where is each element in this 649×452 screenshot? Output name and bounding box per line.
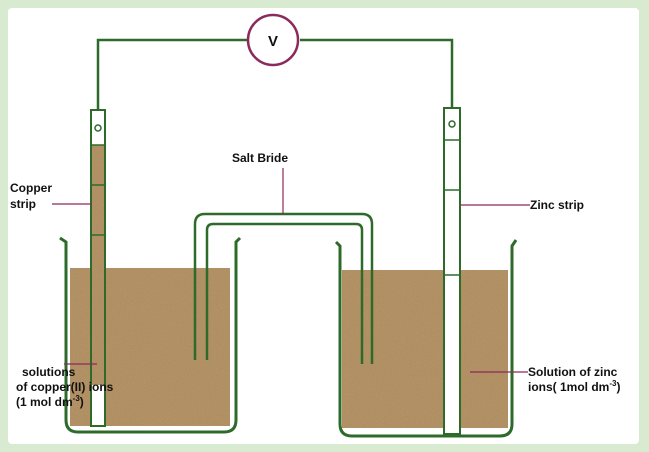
zinc-solution-close: ) — [616, 380, 620, 394]
zinc-beaker — [334, 239, 518, 438]
zinc-electrode — [443, 107, 461, 435]
circuit-wire — [96, 38, 248, 110]
copper-strip-label: Copper strip — [10, 181, 55, 211]
copper-beaker — [59, 236, 242, 434]
zinc-solution-label: Solution of zinc ions( 1mol dm-3) — [528, 365, 621, 394]
zinc-solution-line1: Solution of zinc — [528, 365, 618, 379]
zinc-strip-label: Zinc strip — [530, 198, 584, 212]
voltmeter-symbol: V — [268, 33, 278, 50]
copper-solution-close: ) — [80, 395, 84, 409]
zinc-solution-line2: ions( 1mol dm — [528, 380, 609, 394]
copper-solution-line3: (1 mol dm — [16, 395, 73, 409]
copper-solution-line1: solutions — [22, 365, 76, 379]
voltmeter: V — [246, 13, 300, 67]
copper-solution-exp: -3 — [73, 394, 81, 403]
salt-bridge-label: Salt Bride — [232, 151, 288, 165]
circuit-wire — [300, 38, 454, 108]
zinc-solution — [342, 270, 508, 428]
copper-strip-label-line1: Copper — [10, 181, 52, 195]
copper-electrode — [90, 109, 106, 427]
copper-solution-line2: of copper(II) ions — [16, 380, 114, 394]
copper-strip-label-line2: strip — [10, 197, 36, 211]
label-pointers — [52, 168, 530, 373]
copper-solution-label: solutions of copper(II) ions (1 mol dm-3… — [16, 365, 117, 409]
zinc-solution-exp: -3 — [609, 379, 617, 388]
